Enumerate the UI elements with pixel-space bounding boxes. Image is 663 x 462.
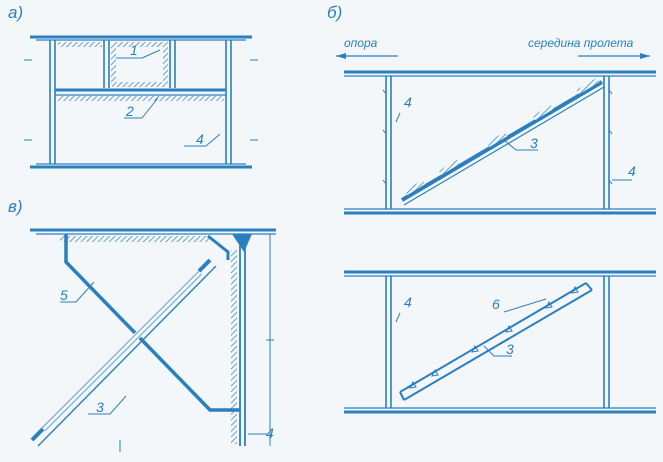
weld-hatch	[58, 42, 102, 47]
diagonal-stiffener	[400, 80, 604, 202]
callout-4: 4	[404, 94, 412, 110]
diagonal-weld	[41, 269, 203, 433]
panel-a-label: а)	[8, 3, 23, 22]
panel-v: в) 5 3 4	[8, 197, 276, 452]
diagonal-plate	[399, 282, 587, 393]
weld-hatch	[111, 46, 116, 86]
callout-1: 1	[130, 42, 138, 58]
stiffener-cap	[232, 234, 252, 252]
triangle-welds	[409, 285, 579, 389]
callout-3: 3	[506, 341, 514, 357]
panel-b-label: б)	[327, 3, 342, 22]
weld-hatch	[112, 82, 168, 87]
arrow-left-caption: опора	[344, 36, 378, 50]
callout-3: 3	[96, 399, 104, 415]
panel-v-label: в)	[8, 197, 23, 216]
weld-hatch	[58, 96, 224, 101]
weld-hatch	[163, 46, 168, 86]
callout-2: 2	[125, 103, 134, 119]
callout-4: 4	[266, 425, 274, 441]
arrow-right-caption: середина пролета	[528, 36, 634, 50]
intermittent-welds	[404, 77, 600, 196]
weld-hatch	[112, 42, 168, 47]
callout-5: 5	[60, 287, 68, 303]
callout-4: 4	[628, 163, 636, 179]
weld-hatch	[231, 250, 237, 444]
panel-a: а) 1 2 4	[8, 3, 258, 169]
vertical-stiffeners	[49, 40, 232, 164]
stiffener-ticks	[382, 89, 613, 185]
callout-4: 4	[196, 131, 204, 147]
panel-b: б) опора середина пролета 4	[327, 3, 656, 414]
callout-4: 4	[404, 294, 412, 310]
weld-hatch	[60, 236, 210, 242]
bent-stiffener-top	[207, 234, 230, 260]
callout-6: 6	[492, 296, 500, 312]
callout-3: 3	[530, 135, 538, 151]
